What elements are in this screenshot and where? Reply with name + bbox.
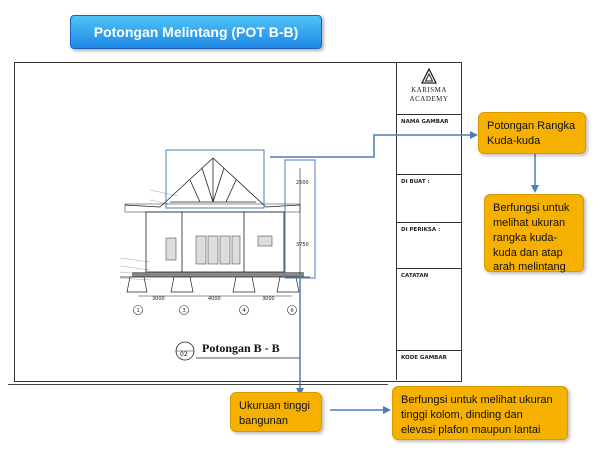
grid-marker-4: [239, 305, 249, 315]
di-buat-label: DI BUAT :: [401, 179, 430, 185]
grid-label-4: 4: [243, 308, 246, 314]
grid-marker-6: [287, 305, 297, 315]
floor-slab: [132, 272, 304, 277]
roof-truss: [124, 157, 301, 208]
kode-gambar-label: KODE GAMBAR: [401, 355, 447, 361]
callout-tinggi-desc: Berfungsi untuk melihat ukuran tinggi ko…: [392, 386, 568, 440]
connector-arrows: [270, 134, 536, 411]
nama-gambar-label: NAMA GAMBAR: [401, 119, 449, 125]
grid-label-6: 6: [291, 308, 294, 314]
callout-rangka-desc: Berfungsi untuk melihat ukuran rangka ku…: [484, 194, 584, 273]
title-block: KARISMA ACADEMY NAMA GAMBAR DI BUAT : DI…: [396, 62, 461, 380]
company-name-line2: ACADEMY: [409, 95, 449, 103]
karisma-logo-icon: [421, 68, 437, 84]
grid-label-3: 3: [183, 308, 186, 314]
section-label: Potongan B - B: [202, 341, 280, 355]
dim-horizontal-1: 3000: [152, 296, 165, 302]
foundations: [126, 276, 300, 293]
page-title: Potongan Melintang (POT B-B): [70, 15, 322, 49]
arrow-head-rangka-desc: [531, 185, 539, 193]
di-periksa-label: DI PERIKSA :: [401, 227, 441, 233]
dim-horizontal-3: 3000: [262, 296, 275, 302]
arrow-head-rangka: [470, 131, 478, 139]
arrow-head-tinggi-desc: [383, 406, 391, 414]
callout-rangka-title: Potongan Rangka Kuda-kuda: [478, 112, 586, 154]
dim-horizontal-2: 4000: [208, 296, 221, 302]
page-divider: [8, 384, 388, 385]
catatan-label: CATATAN: [401, 273, 429, 279]
section-number: 02: [180, 351, 188, 358]
dim-vertical-1: 2500: [296, 180, 309, 186]
grid-marker-3: [179, 305, 189, 315]
company-name-line1: KARISMA: [411, 86, 447, 94]
grid-marker-1: [133, 305, 143, 315]
openings: [165, 235, 273, 265]
drawing-sheet: [14, 62, 462, 382]
dim-vertical-2: 3750: [296, 242, 309, 248]
leader-lines: [119, 189, 179, 281]
truss-highlight-box: [165, 149, 265, 209]
grid-label-1: 1: [137, 308, 140, 314]
callout-tinggi-title: Ukuruan tinggi bangunan: [230, 392, 322, 432]
